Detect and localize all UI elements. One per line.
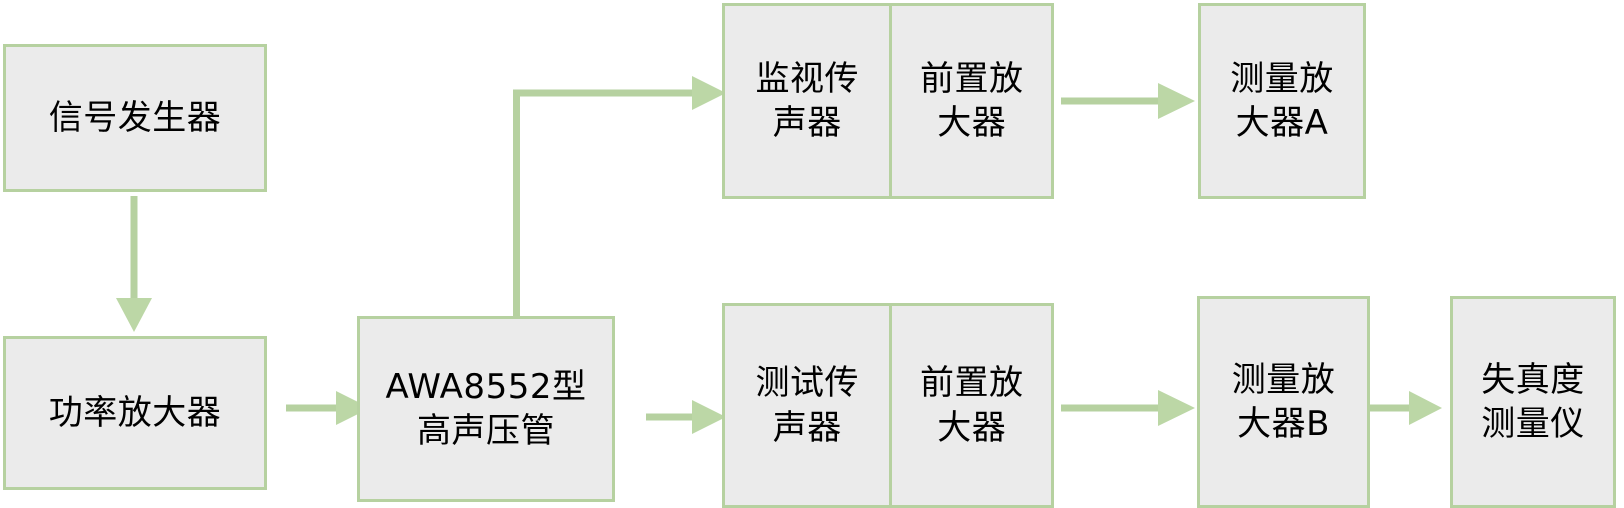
node-high-pressure-tube-line-2: 高声压管 [417,411,555,451]
node-preamplifier-bottom-line-2: 大器 [937,407,1007,448]
connector-tube-to-test-mic [640,394,735,440]
connector-preamp-top-to-amp-a [1055,78,1205,124]
node-measuring-amplifier-b-line-2: 大器B [1237,404,1330,444]
connector-preamp-bottom-to-amp-b [1055,385,1205,431]
connector-tube-to-monitor-mic [500,76,740,330]
node-measuring-amplifier-a[interactable]: 测量放 大器A [1198,3,1366,199]
node-distortion-meter[interactable]: 失真度 测量仪 [1450,296,1616,508]
node-high-pressure-tube-line-1: AWA8552型 [385,366,587,407]
node-monitor-microphone-line-2: 声器 [772,103,842,143]
node-preamplifier-bottom-line-1: 前置放 [919,363,1024,404]
node-preamplifier-bottom[interactable]: 前置放 大器 [889,306,1051,505]
node-measuring-amplifier-b-line-1: 测量放 [1231,359,1336,400]
node-pair-monitor-mic-preamp: 监视传 声器 前置放 大器 [722,3,1054,199]
node-monitor-microphone-line-1: 监视传 [755,58,859,99]
node-measuring-amplifier-a-line-2: 大器A [1235,103,1329,143]
node-measuring-amplifier-a-line-1: 测量放 [1230,58,1334,99]
node-preamplifier-top-line-2: 大器 [937,103,1007,143]
node-test-microphone[interactable]: 测试传 声器 [725,306,889,505]
node-test-microphone-line-2: 声器 [772,407,842,448]
node-power-amplifier[interactable]: 功率放大器 [3,336,267,490]
node-test-microphone-line-1: 测试传 [755,363,859,404]
node-measuring-amplifier-b[interactable]: 测量放 大器B [1197,296,1370,508]
node-distortion-meter-line-2: 测量仪 [1481,404,1585,444]
node-signal-generator-line-1: 信号发生器 [48,97,222,138]
node-signal-generator[interactable]: 信号发生器 [3,44,267,192]
node-preamplifier-top-line-1: 前置放 [919,58,1024,99]
node-monitor-microphone[interactable]: 监视传 声器 [725,6,889,196]
node-distortion-meter-line-1: 失真度 [1481,359,1585,400]
connector-signal-to-power [110,190,160,340]
node-pair-test-mic-preamp: 测试传 声器 前置放 大器 [722,303,1054,508]
node-power-amplifier-line-1: 功率放大器 [48,392,222,433]
connector-power-to-tube [280,385,380,431]
node-preamplifier-top[interactable]: 前置放 大器 [889,6,1051,196]
connector-amp-b-to-distortion [1360,385,1450,431]
node-high-pressure-tube[interactable]: AWA8552型 高声压管 [357,316,615,502]
